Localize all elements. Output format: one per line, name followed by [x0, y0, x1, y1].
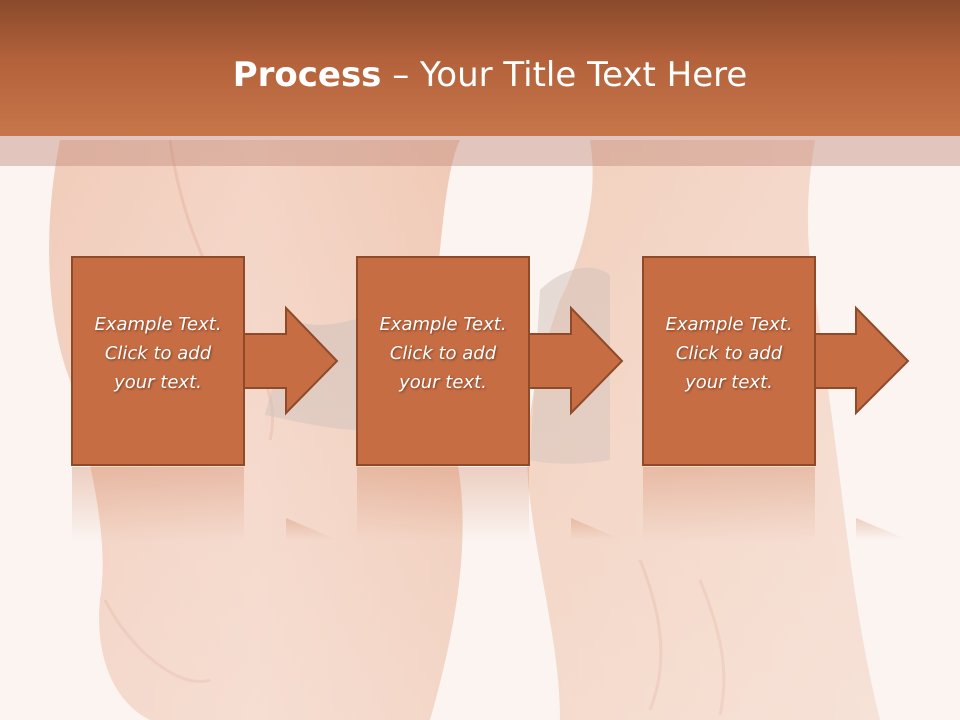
step-2-line-1: Example Text.: [379, 314, 507, 335]
title-accent-strip: [0, 136, 960, 166]
box-2: [356, 256, 530, 466]
title-rest: – Your Title Text Here: [381, 55, 748, 95]
step-1-line-3: your text.: [114, 372, 202, 393]
arrow-1-reflection: [286, 518, 337, 540]
process-step-3[interactable]: [642, 256, 910, 542]
process-step-2[interactable]: [356, 256, 624, 542]
step-1-line-2: Click to add: [104, 343, 212, 364]
title-bar: [0, 0, 960, 136]
step-3-line-1: Example Text.: [665, 314, 793, 335]
step-3-text[interactable]: Example Text. Click to add your text.: [642, 310, 816, 397]
box-1-reflection: [72, 467, 244, 542]
box-3: [642, 256, 816, 466]
step-2-line-2: Click to add: [389, 343, 497, 364]
arrow-3: [814, 305, 910, 416]
step-3-line-2: Click to add: [675, 343, 783, 364]
box-3-reflection: [643, 467, 815, 542]
step-2-line-3: your text.: [399, 372, 487, 393]
arrow-2: [528, 305, 624, 416]
box-1: [71, 256, 245, 466]
step-3-line-3: your text.: [685, 372, 773, 393]
slide-title[interactable]: Process – Your Title Text Here: [0, 52, 960, 98]
process-step-1[interactable]: [71, 256, 339, 542]
arrow-3-reflection: [856, 518, 908, 540]
title-bold: Process: [232, 55, 382, 95]
arrow-1: [243, 305, 339, 416]
step-1-line-1: Example Text.: [94, 314, 222, 335]
step-1-text[interactable]: Example Text. Click to add your text.: [71, 310, 245, 397]
box-2-reflection: [357, 467, 529, 542]
arrow-2-reflection: [571, 518, 622, 540]
step-2-text[interactable]: Example Text. Click to add your text.: [356, 310, 530, 397]
